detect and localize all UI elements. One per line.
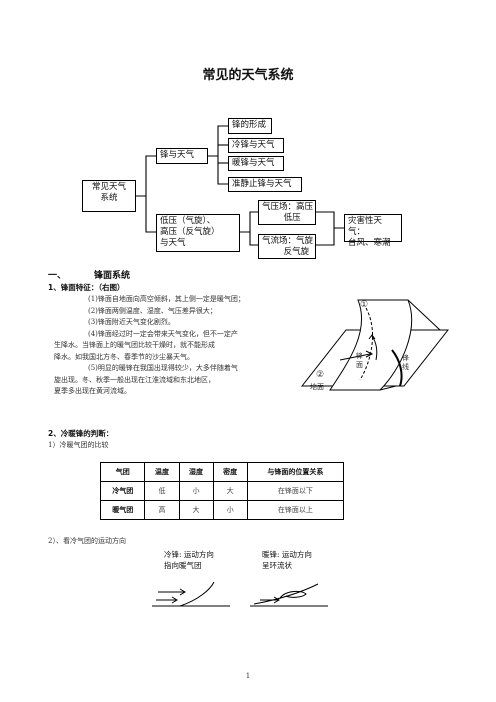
feature-line-6: 降水。如我国北方冬、春季节的沙尘暴天气。 xyxy=(54,352,194,361)
table-cell: 高 xyxy=(144,500,180,520)
airflow-field-node: 气流场：气旋 反气旋 xyxy=(258,234,316,259)
disaster-weather-node: 灾害性天气： 台风、寒潮 xyxy=(344,214,402,248)
table-row: 暖气团 高 大 小 在锋面以上 xyxy=(99,500,345,520)
feature-line-9: 夏季多出现在黄河流域。 xyxy=(54,387,131,395)
page-number: 1 xyxy=(245,672,251,680)
section2-sub1: 1）冷暖气团的比较 xyxy=(48,441,109,449)
section2-heading: 2、冷暖锋的判断： xyxy=(48,429,114,438)
root-node: 常见天气 系统 xyxy=(82,180,136,212)
feature-line-7: (5)明显的暖锋在我国出现得较少，大多伴随着气 xyxy=(88,364,238,372)
section1-heading: 锋面系统 xyxy=(94,271,131,281)
section1-sub1: 1、锋面特征：（右图） xyxy=(48,283,125,292)
figure-label-1: ① xyxy=(360,300,369,310)
cold-front-caption: 冷锋: 运动方向 指向暖气团 xyxy=(164,550,214,570)
figure-front-label: 锋 面 xyxy=(356,352,363,369)
feature-line-1: (1)锋面自地面向高空倾斜，其上侧一定是暖气团； xyxy=(88,295,245,303)
front-formation-node: 锋的形成 xyxy=(228,118,272,134)
warm-front-node: 暖锋与天气 xyxy=(228,156,284,171)
feature-line-5: 生降水。当锋面上的暖气团比较干燥时，就不能形成 xyxy=(54,341,215,349)
front-surface xyxy=(329,299,413,391)
front-dashed-line xyxy=(359,307,373,381)
table-cell: 冷气团 xyxy=(99,481,146,501)
table-header: 气团 xyxy=(99,462,146,482)
table-cell: 低 xyxy=(144,481,180,501)
front-weather-node: 锋与天气 xyxy=(156,148,208,164)
table-cell: 在锋面以下 xyxy=(246,481,345,501)
front-feature-text: (1)锋面自地面向高空倾斜，其上侧一定是暖气团； (2)锋面两侧温度、湿度、气压… xyxy=(54,294,300,398)
table-cell: 在锋面以上 xyxy=(246,500,345,520)
figure-ground-label: 地面 xyxy=(310,383,324,391)
cold-front-curve xyxy=(179,581,215,607)
stationary-front-node: 准静止锋与天气 xyxy=(228,177,302,192)
flow-arrow-1 xyxy=(339,353,371,361)
feature-line-2: (2)锋面两侧温度、湿度、气压差异很大； xyxy=(88,306,217,315)
table-header: 与锋面的位置关系 xyxy=(246,462,345,482)
pressure-system-node: 低压（气旋）、 高压（反气旋） 与天气 xyxy=(156,214,240,252)
figure-label-2: ② xyxy=(316,370,325,380)
table-cell: 大 xyxy=(178,500,214,520)
table-row: 冷气团 低 小 大 在锋面以下 xyxy=(99,481,345,501)
section2-sub2: 2）、看冷气团的运动方向 xyxy=(48,537,126,545)
pressure-field-node: 气压场：高压 低压 xyxy=(258,200,316,225)
warm-flow-loop xyxy=(279,590,307,599)
table-header: 温度 xyxy=(144,462,180,482)
front-motion-diagram xyxy=(152,581,328,607)
page-title: 常见的天气系统 xyxy=(202,68,294,83)
cold-arrow-1 xyxy=(156,596,178,604)
air-mass-table: 气团 温度 湿度 密度 与锋面的位置关系 冷气团 低 小 大 在锋面以下 暖气团… xyxy=(99,462,345,520)
table-header: 密度 xyxy=(212,462,248,482)
flow-arrow-2 xyxy=(371,335,378,361)
table-cell: 小 xyxy=(178,481,214,501)
figure-frontline-label: 锋 线 xyxy=(402,354,409,371)
cold-arrow-2 xyxy=(158,588,186,596)
section1-heading-number: 一、 xyxy=(48,271,67,281)
feature-line-4: (4)锋面经过时一定会带来天气变化，但不一定产 xyxy=(88,329,238,338)
warm-arrow xyxy=(260,596,280,604)
warm-front-curve xyxy=(253,583,319,605)
table-header: 湿度 xyxy=(178,462,214,482)
warm-front-caption: 暖锋: 运动方向 呈环流状 xyxy=(262,550,312,570)
table-header-row: 气团 温度 湿度 密度 与锋面的位置关系 xyxy=(99,462,345,482)
table-cell: 暖气团 xyxy=(99,500,146,520)
front-figure xyxy=(300,299,450,391)
table-cell: 小 xyxy=(212,500,248,520)
feature-line-8: 旋出现。冬、秋季一般出现在江淮流域和东北地区， xyxy=(54,375,215,384)
feature-line-3: (3)锋面附近天气变化剧烈。 xyxy=(88,318,175,326)
table-cell: 大 xyxy=(212,481,248,501)
cold-front-node: 冷锋与天气 xyxy=(228,138,284,153)
